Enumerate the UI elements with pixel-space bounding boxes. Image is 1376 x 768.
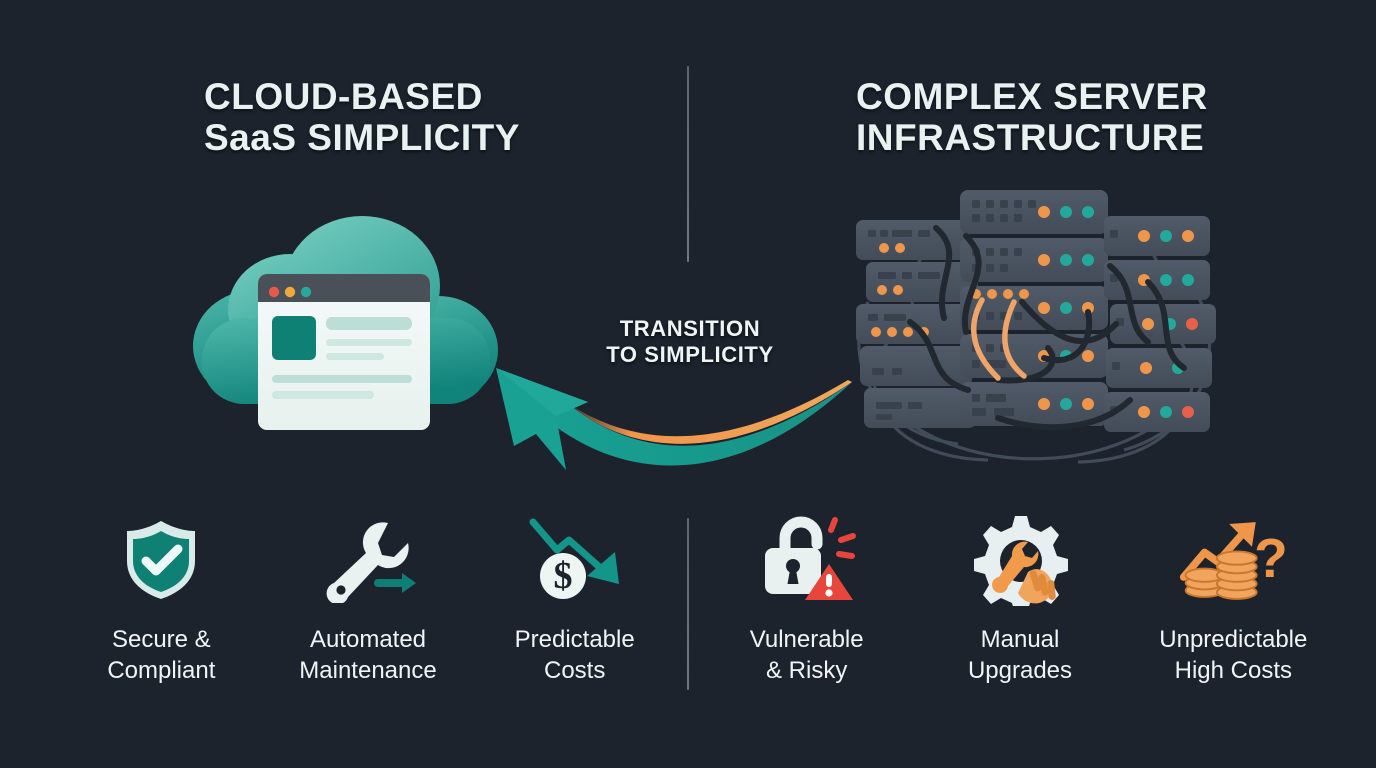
feature-unpredictable-high-costs: ? Unpredictable High Costs <box>1127 512 1340 686</box>
arrow-body-orange <box>558 380 852 444</box>
left-column-title: CLOUD-BASED SaaS SIMPLICITY <box>204 76 520 158</box>
coin <box>539 553 586 599</box>
down-trend-arrow <box>529 518 609 576</box>
arrow-body-teal <box>542 382 852 466</box>
feature-automated-maintenance: Automated Maintenance <box>265 512 472 686</box>
feature-label: Secure & Compliant <box>107 626 216 684</box>
coin-stack-tall <box>1216 550 1258 600</box>
rack-column-left <box>856 220 978 428</box>
orange-cables <box>970 297 1027 381</box>
feature-label: Vulnerable & Risky <box>749 626 864 684</box>
feature-label: Automated Maintenance <box>299 626 437 684</box>
rising-arrow <box>1180 525 1251 581</box>
divider-top <box>687 66 689 262</box>
right-feature-list: Vulnerable & Risky Man <box>700 512 1340 686</box>
divider-bottom <box>687 518 689 690</box>
rack-column-center <box>960 190 1108 426</box>
dollar-coin-down-arrow-icon: $ <box>520 512 630 608</box>
left-feature-list: Secure & Compliant Automated Maintenance <box>58 512 678 686</box>
rack-leds-right <box>1138 230 1198 418</box>
gear-hand-wrench-icon <box>965 512 1075 608</box>
unlocked-padlock-warning-icon <box>752 512 862 608</box>
window-dot-red <box>268 286 280 298</box>
window-thumbnail <box>272 316 316 360</box>
feature-vulnerable-risky: Vulnerable & Risky <box>700 512 913 686</box>
feature-label: Manual Upgrades <box>967 626 1073 684</box>
rack-column-right <box>1104 216 1216 432</box>
padlock-shackle <box>779 516 823 554</box>
cloud-saas-illustration <box>180 178 510 458</box>
right-column-title: COMPLEX SERVER INFRASTRUCTURE <box>856 76 1208 158</box>
transition-curved-arrow <box>480 360 860 485</box>
wrench-arrow-icon <box>313 512 423 608</box>
window-dot-teal <box>300 286 312 298</box>
wrench-shape <box>326 522 409 603</box>
feature-secure-compliant: Secure & Compliant <box>58 512 265 686</box>
alert-rays <box>827 517 856 559</box>
feature-predictable-costs: $ Predictable Costs <box>471 512 678 686</box>
wrench-in-hand <box>992 541 1039 593</box>
rising-coins-question-icon: ? <box>1178 512 1288 608</box>
coin-stack-short <box>1184 567 1225 598</box>
shield-check-icon <box>106 512 216 608</box>
question-mark: ? <box>1254 527 1288 589</box>
feature-label: Unpredictable High Costs <box>1159 626 1308 684</box>
foreground-cables <box>907 225 1187 431</box>
browser-window-mock <box>258 274 430 430</box>
window-dot-orange <box>284 286 296 298</box>
server-racks-illustration <box>848 172 1218 472</box>
feature-manual-upgrades: Manual Upgrades <box>913 512 1126 686</box>
rack-leds-center <box>971 206 1094 410</box>
feature-label: Predictable Costs <box>514 626 635 684</box>
svg-text:$: $ <box>553 555 572 597</box>
transition-label: TRANSITION TO SIMPLICITY <box>606 316 774 367</box>
